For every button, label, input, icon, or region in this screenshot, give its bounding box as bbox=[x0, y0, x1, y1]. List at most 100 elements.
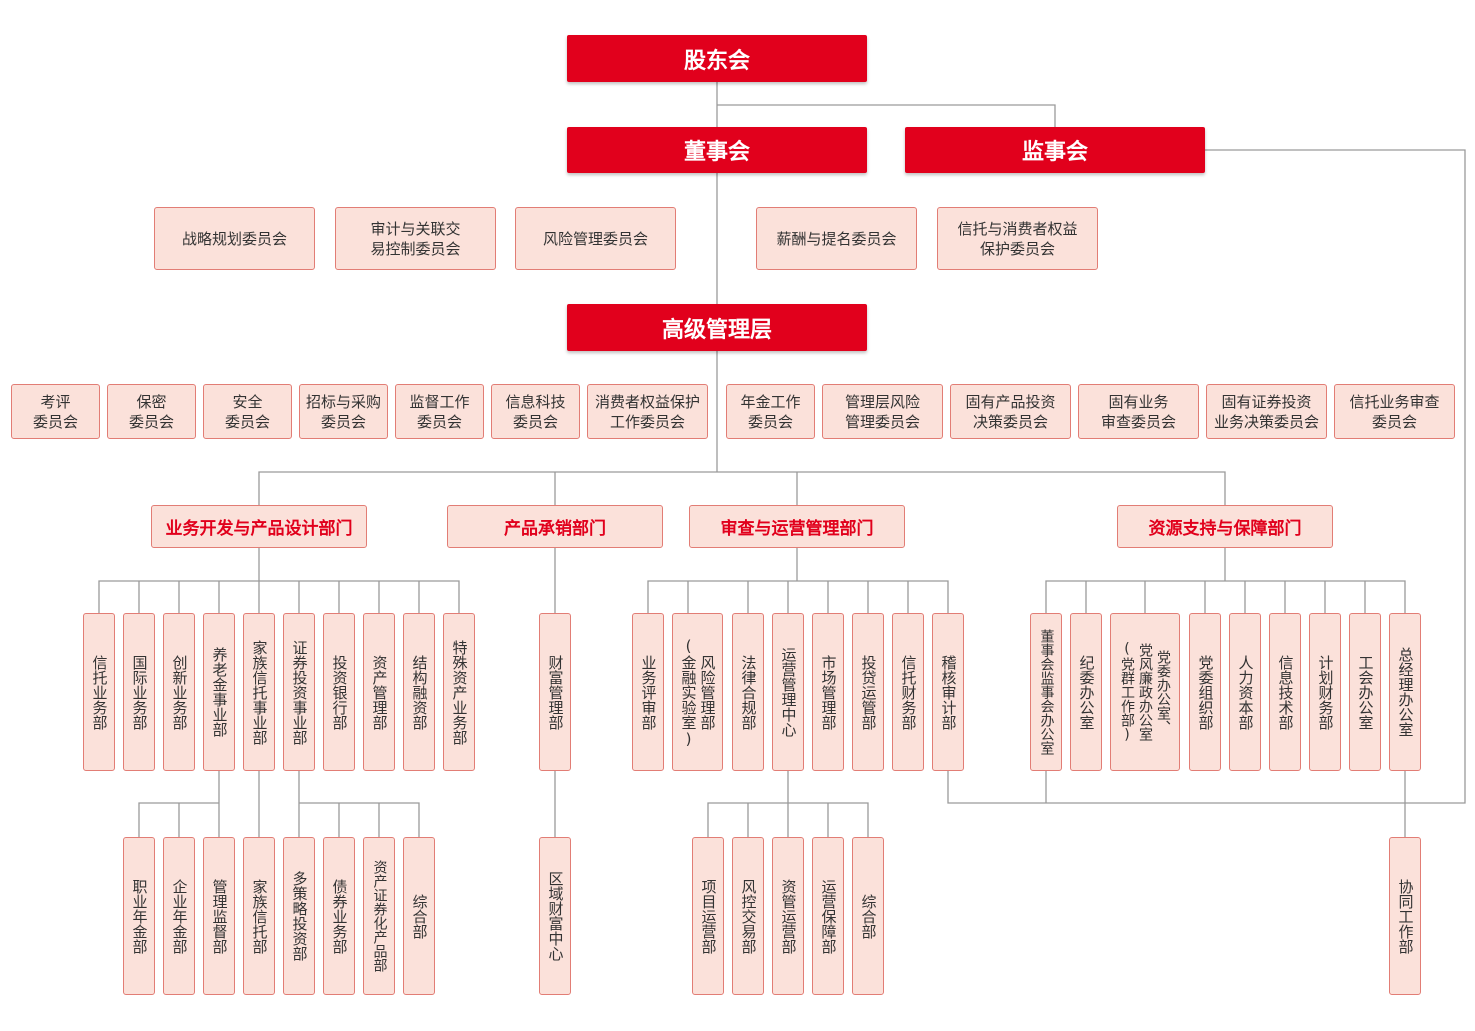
dept-label: 风险管理部 (金融实验室) bbox=[679, 636, 717, 748]
dept-box: 证券投资事业部 bbox=[283, 613, 315, 771]
subdept-box: 协同工作部 bbox=[1389, 837, 1421, 995]
subdept-label: 家族信托部 bbox=[250, 878, 269, 954]
management-committee: 监督工作 委员会 bbox=[395, 384, 484, 439]
dept-box: 稽核审计部 bbox=[932, 613, 964, 771]
subdept-label: 综合部 bbox=[859, 893, 878, 939]
dept-label: 工会办公室 bbox=[1356, 654, 1375, 730]
dept-label: 市场管理部 bbox=[819, 654, 838, 730]
subdept-box: 多策略投资部 bbox=[283, 837, 315, 995]
dept-box: 董事会监事会办公室 bbox=[1030, 613, 1062, 771]
subdept-label: 协同工作部 bbox=[1396, 878, 1415, 954]
dept-box: 特殊资产业务部 bbox=[443, 613, 475, 771]
dept-box: 信托财务部 bbox=[892, 613, 924, 771]
dept-box: 市场管理部 bbox=[812, 613, 844, 771]
shareholders-meeting: 股东会 bbox=[567, 35, 867, 82]
subdept-label: 职业年金部 bbox=[130, 878, 149, 954]
senior-management: 高级管理层 bbox=[567, 304, 867, 351]
dept-box: 运营管理中心 bbox=[772, 613, 804, 771]
subdept-label: 风控交易部 bbox=[739, 878, 758, 954]
subdept-label: 企业年金部 bbox=[170, 878, 189, 954]
board-committee: 风险管理委员会 bbox=[515, 207, 676, 270]
subdept-label: 项目运营部 bbox=[699, 878, 718, 954]
dept-box: 财富管理部 bbox=[539, 613, 571, 771]
dept-label: 纪委办公室 bbox=[1077, 654, 1096, 730]
subdept-box: 企业年金部 bbox=[163, 837, 195, 995]
board-committee: 薪酬与提名委员会 bbox=[756, 207, 917, 270]
management-committee: 固有证券投资 业务决策委员会 bbox=[1206, 384, 1327, 439]
subdept-label: 综合部 bbox=[410, 893, 429, 939]
subdept-box: 综合部 bbox=[852, 837, 884, 995]
dept-box: 资产管理部 bbox=[363, 613, 395, 771]
dept-box: 人力资本部 bbox=[1229, 613, 1261, 771]
dept-label: 党委组织部 bbox=[1196, 654, 1215, 730]
dept-box: 业务评审部 bbox=[632, 613, 664, 771]
dept-box: 法律合规部 bbox=[732, 613, 764, 771]
dept-box: 信息技术部 bbox=[1269, 613, 1301, 771]
dept-label: 信托业务部 bbox=[90, 654, 109, 730]
management-committee: 招标与采购 委员会 bbox=[299, 384, 388, 439]
subdept-box: 资管运营部 bbox=[772, 837, 804, 995]
dept-box: 家族信托事业部 bbox=[243, 613, 275, 771]
dept-box: 计划财务部 bbox=[1309, 613, 1341, 771]
subdept-box: 风控交易部 bbox=[732, 837, 764, 995]
dept-label: 养老金事业部 bbox=[210, 647, 229, 737]
board-committee: 战略规划委员会 bbox=[154, 207, 315, 270]
dept-label: 家族信托事业部 bbox=[250, 639, 269, 745]
division-support: 资源支持与保障部门 bbox=[1117, 505, 1333, 548]
subdept-label: 管理监督部 bbox=[210, 878, 229, 954]
subdept-label: 资管运营部 bbox=[779, 878, 798, 954]
dept-box: 风险管理部 (金融实验室) bbox=[672, 613, 723, 771]
management-committee: 保密 委员会 bbox=[107, 384, 196, 439]
subdept-label: 区域财富中心 bbox=[546, 871, 565, 961]
dept-label: 信息技术部 bbox=[1276, 654, 1295, 730]
dept-label: 创新业务部 bbox=[170, 654, 189, 730]
dept-label: 证券投资事业部 bbox=[290, 639, 309, 745]
division-review: 审查与运营管理部门 bbox=[689, 505, 905, 548]
dept-box: 总经理办公室 bbox=[1389, 613, 1421, 771]
subdept-box: 资产证券化产品部 bbox=[363, 837, 395, 995]
division-sales: 产品承销部门 bbox=[447, 505, 663, 548]
dept-label: 总经理办公室 bbox=[1396, 647, 1415, 737]
dept-label: 财富管理部 bbox=[546, 654, 565, 730]
board-committee: 信托与消费者权益 保护委员会 bbox=[937, 207, 1098, 270]
subdept-label: 债券业务部 bbox=[330, 878, 349, 954]
subdept-label: 多策略投资部 bbox=[290, 871, 309, 961]
dept-label: 投贷运管部 bbox=[859, 654, 878, 730]
subdept-box: 职业年金部 bbox=[123, 837, 155, 995]
management-committee: 安全 委员会 bbox=[203, 384, 292, 439]
dept-label: 结构融资部 bbox=[410, 654, 429, 730]
management-committee: 管理层风险 管理委员会 bbox=[822, 384, 943, 439]
board-committee: 审计与关联交 易控制委员会 bbox=[335, 207, 496, 270]
board-of-supervisors: 监事会 bbox=[905, 127, 1205, 173]
subdept-box: 家族信托部 bbox=[243, 837, 275, 995]
subdept-box: 区域财富中心 bbox=[539, 837, 571, 995]
dept-box: 纪委办公室 bbox=[1070, 613, 1102, 771]
management-committee: 消费者权益保护 工作委员会 bbox=[587, 384, 708, 439]
subdept-box: 综合部 bbox=[403, 837, 435, 995]
dept-label: 稽核审计部 bbox=[939, 654, 958, 730]
dept-box: 结构融资部 bbox=[403, 613, 435, 771]
dept-box: 养老金事业部 bbox=[203, 613, 235, 771]
dept-label: 投资银行部 bbox=[330, 654, 349, 730]
dept-box: 工会办公室 bbox=[1349, 613, 1381, 771]
management-committee: 信息科技 委员会 bbox=[491, 384, 580, 439]
management-committee: 固有业务 审查委员会 bbox=[1078, 384, 1199, 439]
management-committee: 信托业务审查 委员会 bbox=[1334, 384, 1455, 439]
dept-box: 党委办公室、 党风廉政办公室 (党群工作部) bbox=[1110, 613, 1180, 771]
management-committee: 固有产品投资 决策委员会 bbox=[950, 384, 1071, 439]
board-of-directors: 董事会 bbox=[567, 127, 867, 173]
dept-box: 国际业务部 bbox=[123, 613, 155, 771]
subdept-box: 管理监督部 bbox=[203, 837, 235, 995]
dept-label: 业务评审部 bbox=[639, 654, 658, 730]
dept-label: 党委办公室、 党风廉政办公室 (党群工作部) bbox=[1119, 641, 1171, 743]
management-committee: 年金工作 委员会 bbox=[726, 384, 815, 439]
dept-label: 资产管理部 bbox=[370, 654, 389, 730]
subdept-label: 资产证券化产品部 bbox=[371, 860, 388, 972]
dept-label: 特殊资产业务部 bbox=[450, 639, 469, 745]
dept-box: 党委组织部 bbox=[1189, 613, 1221, 771]
dept-label: 运营管理中心 bbox=[779, 647, 798, 737]
dept-label: 计划财务部 bbox=[1316, 654, 1335, 730]
dept-label: 国际业务部 bbox=[130, 654, 149, 730]
dept-box: 投贷运管部 bbox=[852, 613, 884, 771]
